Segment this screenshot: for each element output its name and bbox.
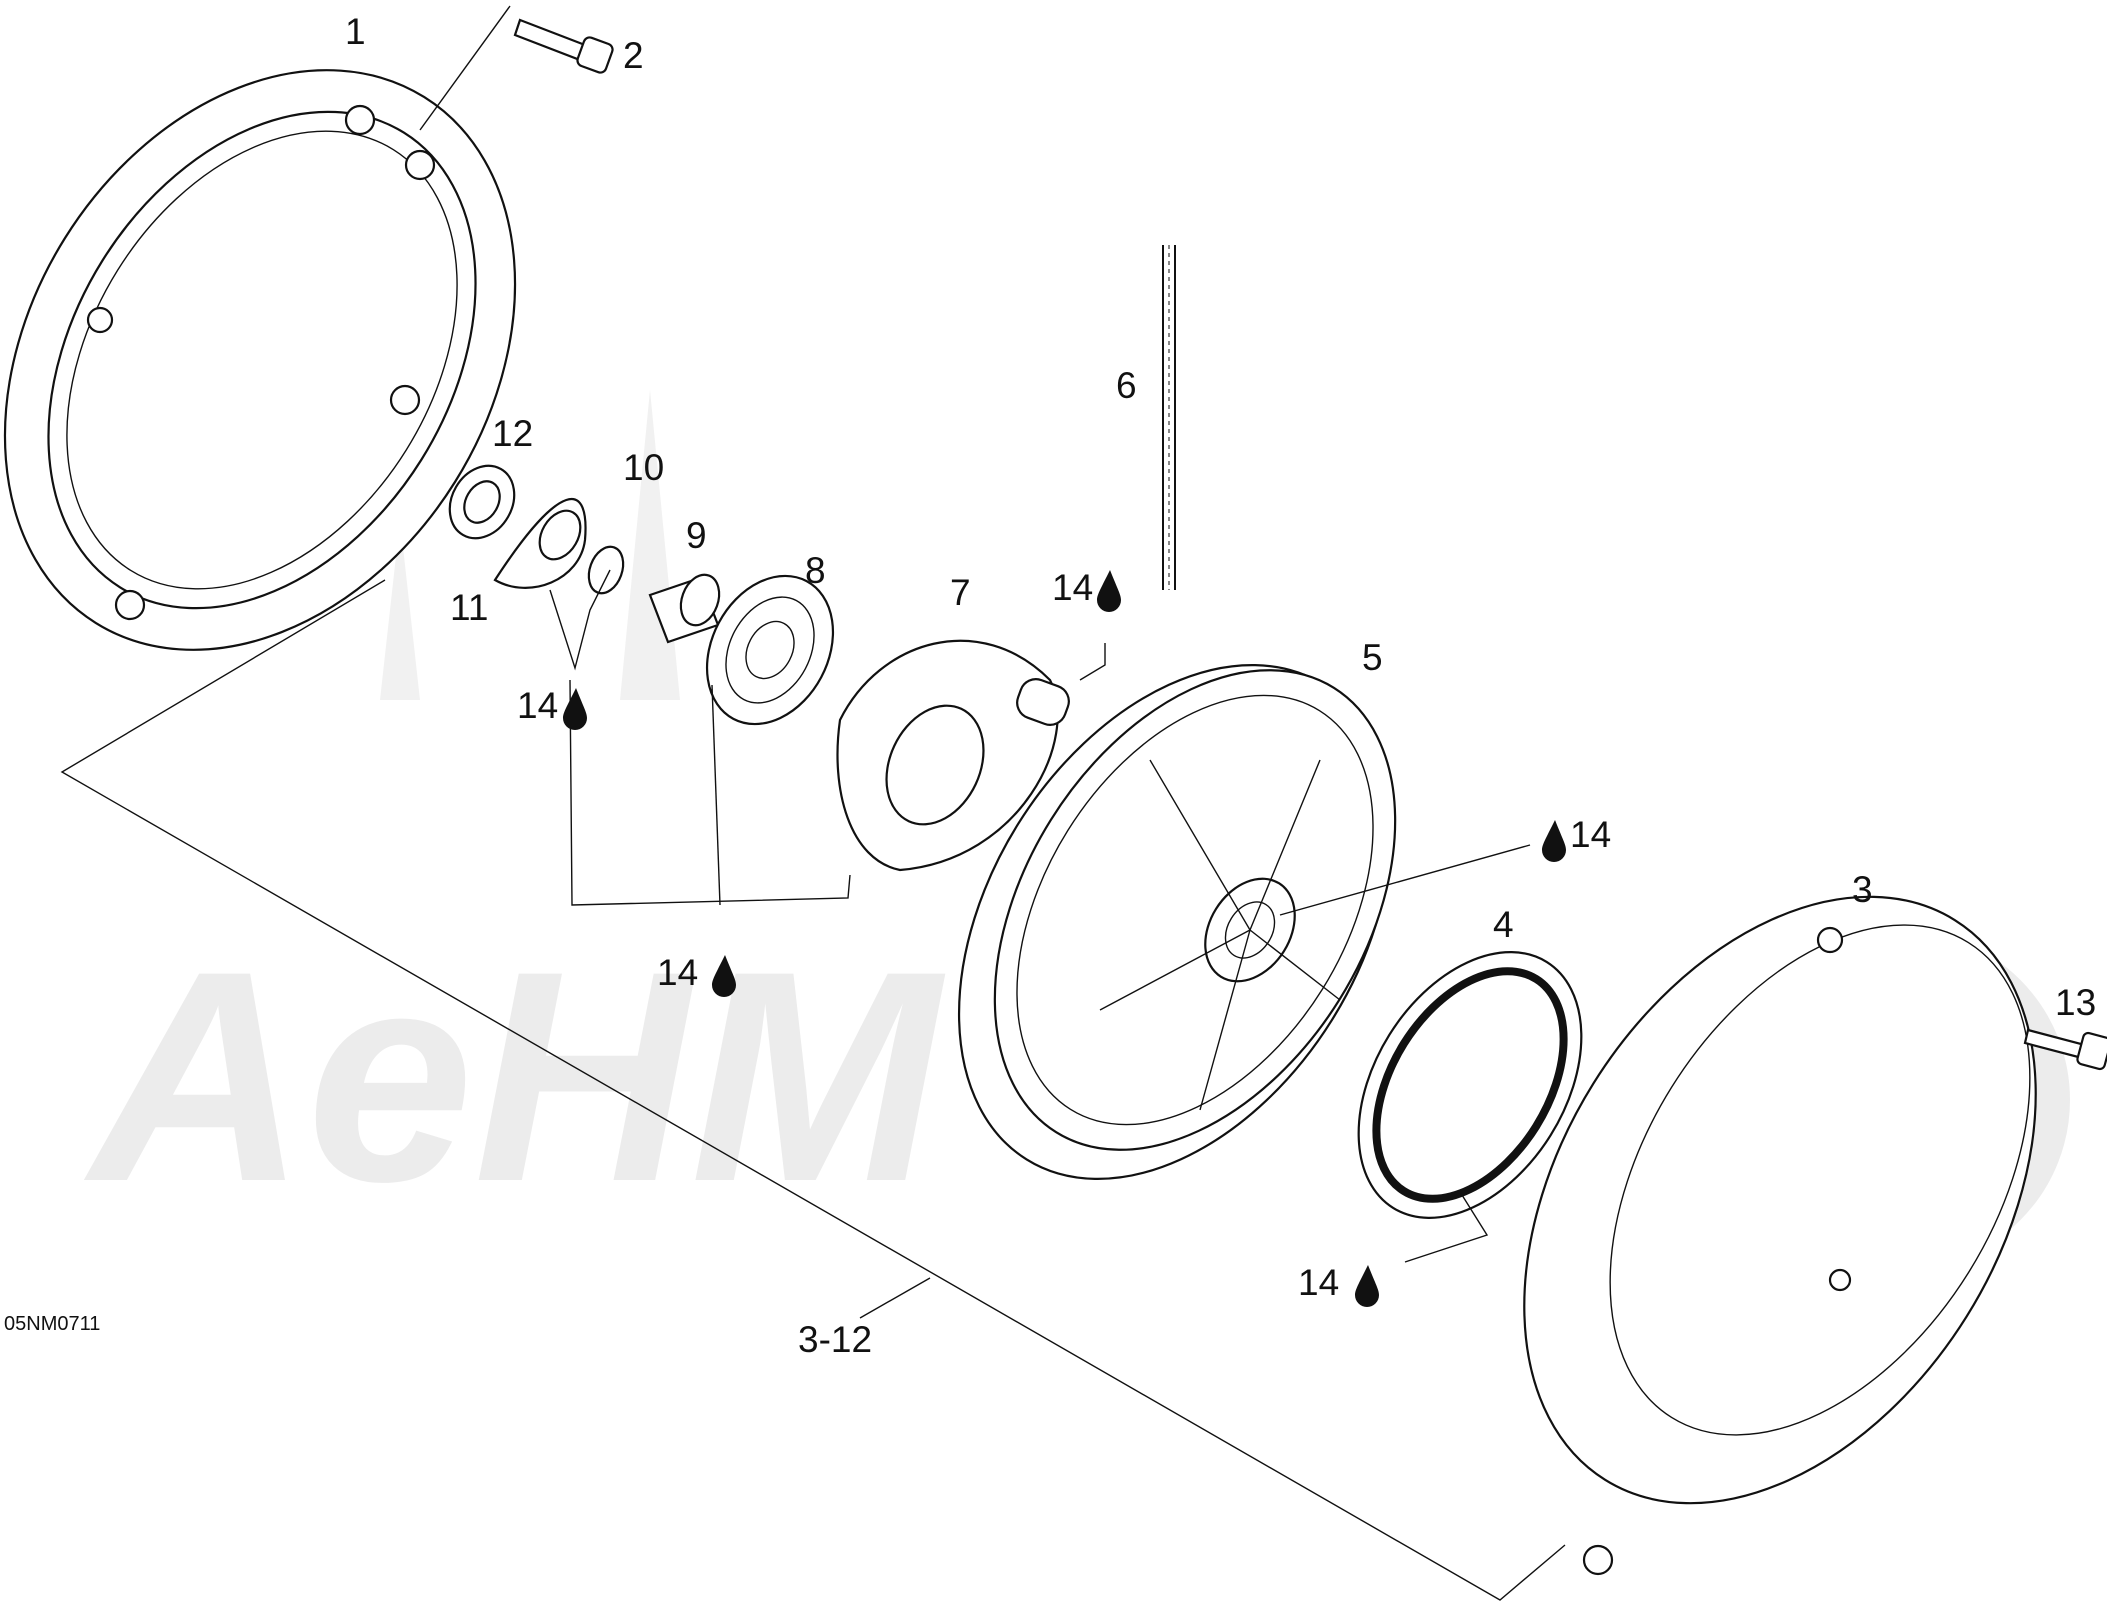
oil-drop-icon xyxy=(1097,570,1121,612)
leader-lines xyxy=(549,569,1531,1263)
callout-7: 7 xyxy=(950,572,971,613)
part-5-pulley xyxy=(957,664,1397,1180)
part-6-rope xyxy=(1162,245,1176,590)
callout-13: 13 xyxy=(2055,982,2096,1023)
callout-4: 4 xyxy=(1493,904,1514,945)
part-1-housing-ring xyxy=(3,69,517,651)
part-10-ring xyxy=(587,545,625,595)
svg-text:14: 14 xyxy=(1298,1262,1339,1303)
callout-9: 9 xyxy=(686,515,707,556)
figure-code: 05NM0711 xyxy=(4,1313,100,1335)
callout-3: 3 xyxy=(1852,869,1873,910)
callout-3-12: 3-12 xyxy=(798,1319,872,1360)
svg-text:14: 14 xyxy=(1570,814,1611,855)
watermark: AeHM xyxy=(81,390,2070,1270)
part-12-washer xyxy=(448,464,516,540)
watermark-text: AeHM xyxy=(81,908,948,1244)
callout-11: 11 xyxy=(450,587,488,628)
callout-labels: 1 2 3 3-12 4 5 6 7 8 9 10 11 12 13 xyxy=(345,11,2096,1360)
callout-5: 5 xyxy=(1362,637,1383,678)
oil-drop-icon xyxy=(712,955,736,997)
part-8-spring xyxy=(705,574,835,726)
part-3-cover xyxy=(1523,895,2037,1576)
part-13-bolt xyxy=(2023,1028,2107,1071)
lube-callout: 14 xyxy=(657,952,736,997)
part-2-screw xyxy=(419,5,614,131)
lube-callout: 14 xyxy=(517,685,587,730)
svg-text:14: 14 xyxy=(517,685,558,726)
lube-callout: 14 xyxy=(1052,567,1121,612)
callout-1: 1 xyxy=(345,11,366,52)
callout-2: 2 xyxy=(623,35,644,76)
part-7-pawl-plate xyxy=(836,639,1070,872)
lube-callout: 14 xyxy=(1542,814,1611,862)
svg-text:14: 14 xyxy=(657,952,698,993)
svg-text:14: 14 xyxy=(1052,567,1093,608)
callout-10: 10 xyxy=(623,447,664,488)
part-4-spring-cassette xyxy=(1357,951,1583,1219)
part-9-bushing xyxy=(648,573,721,644)
oil-drop-icon xyxy=(1355,1265,1379,1307)
part-11-plate xyxy=(493,498,587,589)
callout-8: 8 xyxy=(805,550,826,591)
assembly-bracket xyxy=(60,579,1566,1601)
lube-callout: 14 xyxy=(1298,1262,1379,1307)
lubrication-callouts: 14 14 14 14 14 xyxy=(517,567,1611,1307)
callout-6: 6 xyxy=(1116,365,1137,406)
oil-drop-icon xyxy=(1542,820,1566,862)
callout-12: 12 xyxy=(492,413,533,454)
oil-drop-icon xyxy=(563,688,587,730)
